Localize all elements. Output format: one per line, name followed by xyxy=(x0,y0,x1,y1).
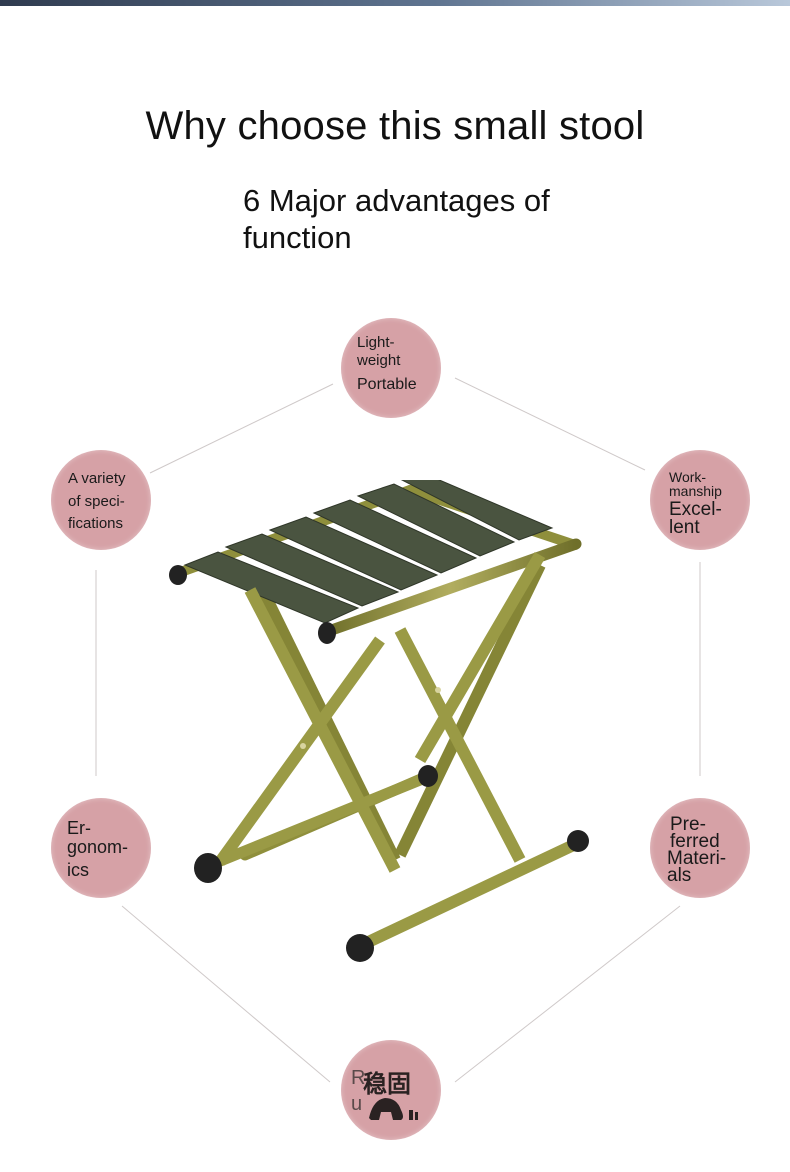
advantage-text: u xyxy=(351,1093,363,1115)
advantage-workmanship-excellent: Work- manship Excel- lent xyxy=(650,450,750,550)
advantage-text: manship xyxy=(669,483,722,499)
advantage-text: Portable xyxy=(357,376,417,393)
advantage-text: ferred xyxy=(670,831,720,852)
advantage-text: fications xyxy=(68,515,124,532)
subtitle-line-1: 6 Major advantages of xyxy=(243,183,550,218)
subtitle-line-2: function xyxy=(243,220,352,255)
folding-stool-image xyxy=(169,480,589,962)
advantage-text: of speci- xyxy=(68,493,125,510)
advantage-variety-of-specifications: A variety of speci- fications xyxy=(51,450,151,550)
advantage-overlay-text: 稳固 xyxy=(363,1071,411,1098)
stable-icon xyxy=(369,1098,418,1120)
advantage-text: Light- xyxy=(357,334,395,351)
advantage-text: Materi- xyxy=(667,848,727,869)
advantage-text: ics xyxy=(67,860,89,880)
advantage-text: weight xyxy=(357,352,401,369)
foot-caps xyxy=(169,565,589,962)
page-title: Why choose this small stool xyxy=(145,104,645,148)
connector-top-left xyxy=(149,383,334,474)
advantage-lightweight-portable: Light- weight Portable xyxy=(341,318,441,418)
advantage-text: lent xyxy=(669,517,700,538)
advantage-text: Er- xyxy=(67,818,91,838)
page-subtitle: 6 Major advantages of function xyxy=(243,182,603,256)
top-accent-bar xyxy=(0,0,790,6)
advantage-stable: R u 稳固 xyxy=(341,1040,441,1140)
advantage-text: Pre- xyxy=(670,814,706,835)
advantage-preferred-materials: Pre- ferred Materi- als xyxy=(650,798,750,898)
advantage-text: als xyxy=(667,865,692,886)
connector-top-right xyxy=(454,377,646,471)
connector-bottom-left xyxy=(121,905,331,1083)
advantage-text: R xyxy=(351,1067,366,1089)
advantage-ergonomics: Er- gonom- ics xyxy=(51,798,151,898)
connector-bottom-right xyxy=(454,905,681,1083)
advantage-text: Excel- xyxy=(669,499,722,520)
advantage-text: A variety xyxy=(68,470,126,487)
advantage-text: gonom- xyxy=(67,837,129,857)
advantage-text: Work- xyxy=(669,469,707,485)
